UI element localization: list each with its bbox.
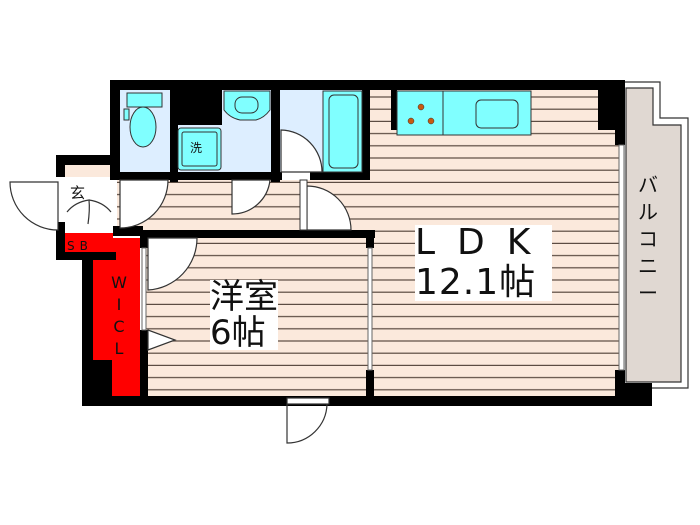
ldk-label: LDK 12.1帖 xyxy=(415,222,553,303)
wicl-char: L xyxy=(114,339,124,358)
walk-in-closet-label: W I C L xyxy=(110,272,128,360)
western-room-size: 6帖 xyxy=(210,313,266,353)
wicl-char: C xyxy=(113,317,125,336)
balcony-char: ル xyxy=(638,200,658,224)
balcony-label: バ ル コ ニ ー xyxy=(637,172,659,307)
washer-label: 洗 xyxy=(190,141,203,155)
ldk-name: LDK xyxy=(415,222,553,263)
windows xyxy=(141,144,625,371)
front-door xyxy=(9,181,59,231)
stove-burner xyxy=(427,117,435,125)
balcony xyxy=(623,81,689,389)
balcony-char: バ xyxy=(638,173,658,197)
wicl-char: I xyxy=(116,295,122,314)
balcony-char: ニ xyxy=(638,254,658,278)
toilet-fixture xyxy=(123,92,163,148)
washer-fixture xyxy=(177,127,222,171)
hall-pillar xyxy=(299,179,308,231)
doors xyxy=(9,129,352,444)
balcony-char: ー xyxy=(638,281,658,305)
kitchen-counter xyxy=(396,90,532,136)
ldk-size: 12.1帖 xyxy=(415,262,537,303)
wicl-char: W xyxy=(111,273,127,292)
washbasin-fixture xyxy=(223,90,271,121)
walls xyxy=(56,80,652,406)
balcony-char: コ xyxy=(638,227,658,251)
stove-burner xyxy=(407,117,415,125)
entrance-step xyxy=(65,165,113,177)
stove-burner xyxy=(417,103,425,111)
entrance-label: 玄 xyxy=(70,184,86,202)
shoe-box-label: SB xyxy=(67,239,93,253)
western-room-label: 洋室 6帖 xyxy=(210,280,278,350)
western-room-name: 洋室 xyxy=(210,277,278,317)
